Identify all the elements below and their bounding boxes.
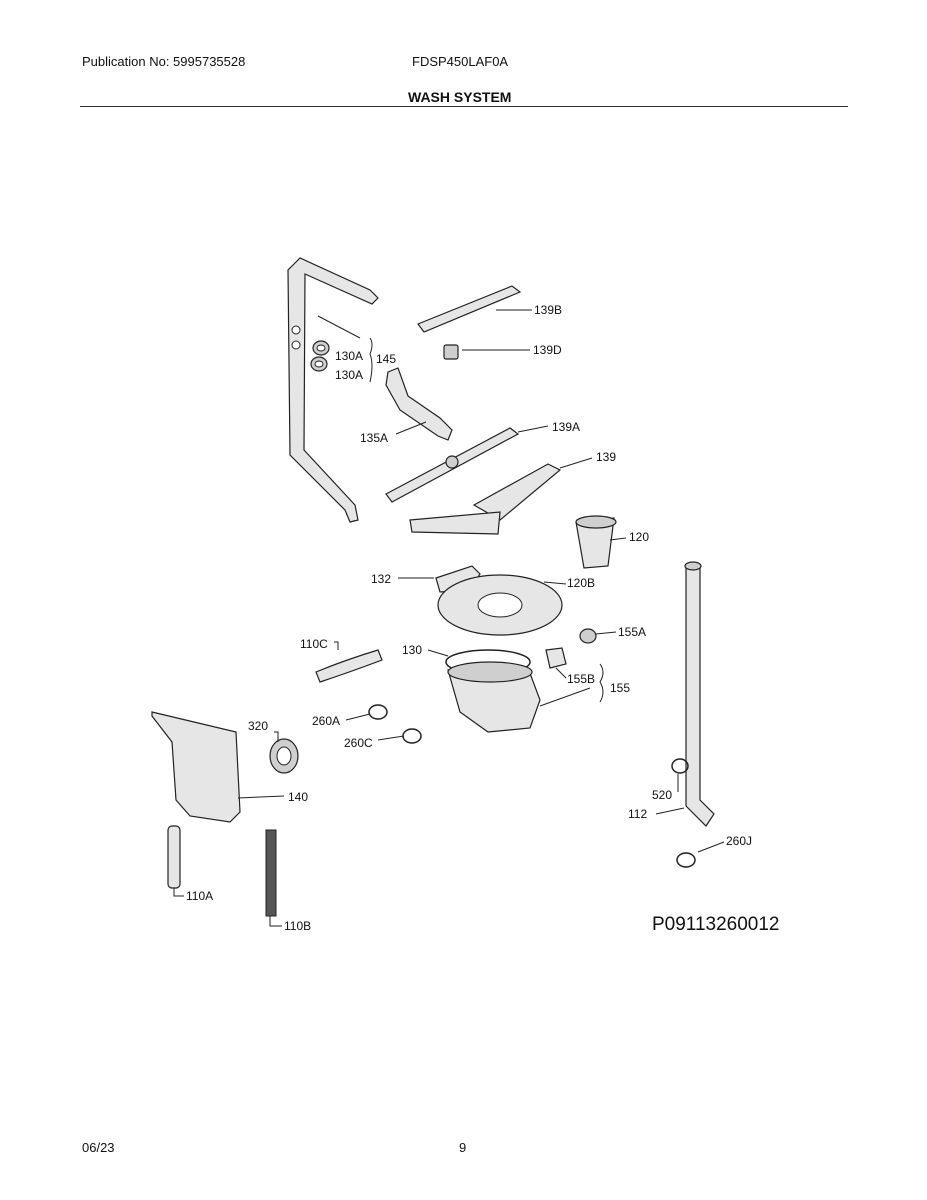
header-divider: [80, 106, 848, 107]
upper-spray-arm-part: [417, 285, 522, 333]
callout-139b: 139B: [534, 303, 562, 317]
drain-hose-part: [315, 649, 383, 683]
callout-132: 132: [371, 572, 391, 586]
callout-130a-upper: 130A: [335, 349, 363, 363]
spray-arm-nut-part: [443, 344, 459, 360]
rod-110a-part: [167, 825, 181, 889]
circulation-hose-part: [684, 561, 715, 827]
diagram-id: P09113260012: [652, 914, 780, 935]
section-title: WASH SYSTEM: [408, 89, 512, 105]
callout-112: 112: [628, 807, 647, 821]
lower-spray-arm-part: [409, 463, 562, 535]
callout-260j: 260J: [726, 834, 752, 848]
callout-260a: 260A: [312, 714, 340, 728]
clamp-260c-part: [402, 728, 422, 744]
callout-110c: 110C: [300, 637, 328, 651]
page-number: 9: [459, 1140, 467, 1155]
callout-130: 130: [402, 643, 422, 657]
clamp-520-part: [671, 758, 689, 774]
callout-130a-lower: 130A: [335, 368, 363, 382]
leader-lines: [173, 309, 725, 927]
callout-110a: 110A: [186, 889, 213, 903]
spray-arm-hub: [445, 455, 459, 469]
callout-155b: 155B: [567, 672, 595, 686]
callout-110b: 110B: [284, 919, 311, 933]
seal-320-part: [269, 738, 299, 774]
callout-139d: 139D: [533, 343, 562, 357]
model-number: FDSP450LAF0A: [412, 54, 509, 69]
callout-139: 139: [596, 450, 616, 464]
clamp-260a-part: [368, 704, 388, 720]
callout-260c: 260C: [344, 736, 373, 750]
callout-320: 320: [248, 719, 268, 733]
callout-140: 140: [288, 790, 308, 804]
sump-tank-part: [151, 711, 241, 823]
filter-plate-part: [437, 574, 563, 636]
callout-520: 520: [652, 788, 672, 802]
callout-155a: 155A: [618, 625, 646, 639]
upper-supply-tube-part: [287, 257, 379, 523]
spring-110b-part: [265, 829, 277, 917]
publication-number: Publication No: 5995735528: [82, 54, 246, 69]
callout-155: 155: [610, 681, 630, 695]
footer-date: 06/23: [82, 1140, 115, 1155]
filter-assembly-part: [575, 515, 617, 569]
callout-139a: 139A: [552, 420, 580, 434]
callout-120b: 120B: [567, 576, 595, 590]
callout-135a: 135A: [360, 431, 388, 445]
callout-145: 145: [376, 352, 396, 366]
sump-assembly-part: [447, 628, 597, 733]
callout-120: 120: [629, 530, 649, 544]
clamp-260j-part: [676, 852, 696, 868]
seal-130a-part: [310, 340, 330, 372]
conduit-part: [385, 367, 453, 441]
